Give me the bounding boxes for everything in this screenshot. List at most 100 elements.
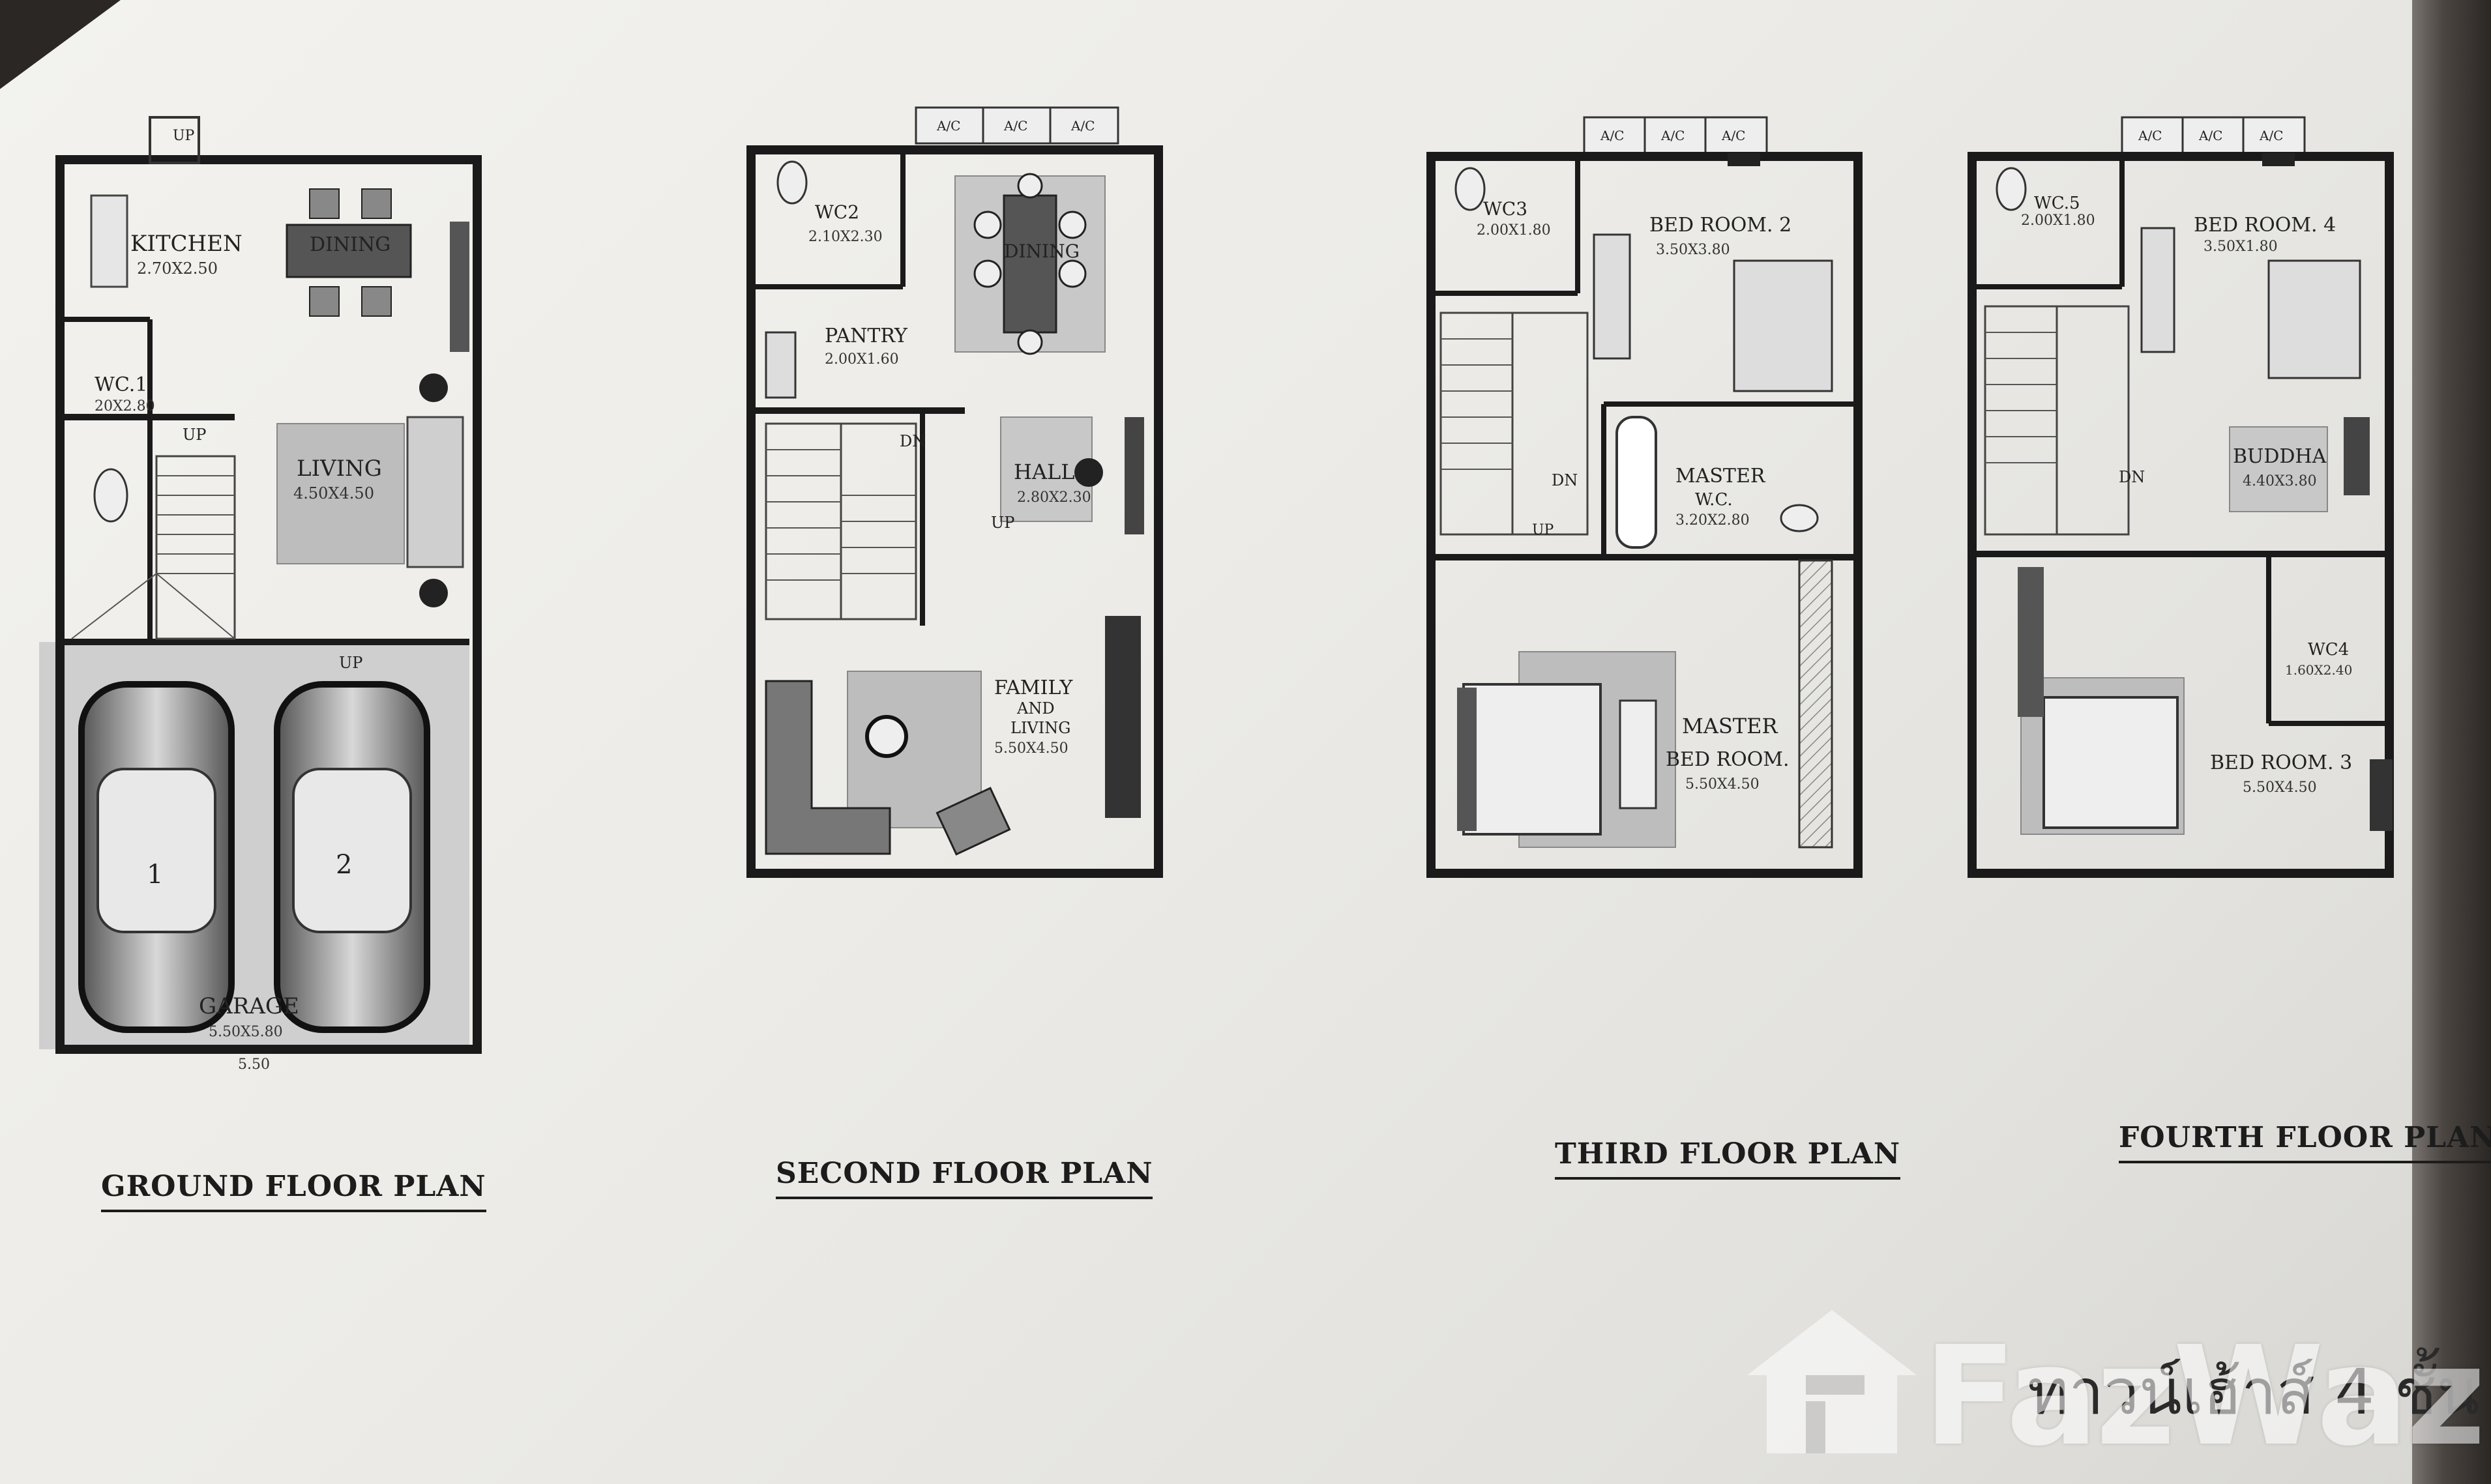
outer-wall	[746, 145, 1163, 878]
dining-table-icon	[973, 173, 1087, 355]
room-label: WC2	[815, 201, 859, 223]
toilet-icon	[1454, 167, 1486, 211]
lamp-icon	[419, 373, 448, 402]
second-floor-plan: WC2 2.10X2.30 DINING PANTRY 2.00X1.60 HA…	[746, 106, 1163, 878]
room-label: WC.1	[95, 373, 147, 396]
fourth-floor-plan: WC.5 2.00X1.80 BED ROOM. 4 3.50X1.80 BUD…	[1968, 116, 2394, 878]
room-label: HALL	[1014, 459, 1075, 484]
ac-label: A/C	[2259, 128, 2283, 143]
outer-wall	[1426, 152, 1863, 878]
third-floor-title: THIRD FLOOR PLAN	[1555, 1137, 1901, 1180]
room-label: MASTER	[1682, 714, 1778, 738]
wardrobe	[2140, 227, 2175, 353]
room-dimension: 3.50X3.80	[1656, 242, 1730, 258]
ac-label: A/C	[1721, 128, 1745, 143]
stair-marker: DN	[1552, 471, 1578, 489]
bed-icon	[1733, 259, 1833, 392]
wardrobe	[1798, 559, 1833, 849]
armchair	[936, 787, 1011, 856]
bed-icon	[1462, 683, 1602, 836]
room-label: DINING	[1004, 240, 1080, 262]
watermark: FazWaz	[1734, 1297, 2486, 1476]
room-label: GARAGE	[199, 993, 299, 1019]
ac-ledge	[915, 106, 1119, 145]
room-label-line: AND	[1016, 699, 1055, 718]
room-label: MASTER	[1675, 465, 1766, 487]
room-label: BED ROOM. 2	[1649, 214, 1791, 237]
toilet-icon	[1996, 167, 2027, 211]
room-label-line: BED ROOM.	[1666, 748, 1790, 771]
room-dimension: 5.50X4.50	[994, 740, 1069, 757]
stair-icon	[1984, 305, 2130, 536]
bed-icon	[2042, 696, 2179, 829]
entry-steps	[149, 116, 200, 164]
room-label: LIVING	[297, 456, 382, 482]
ac-label: A/C	[2138, 128, 2162, 143]
toilet-icon	[93, 468, 128, 523]
altar-cabinet	[2344, 417, 2370, 495]
toilet-icon	[1780, 504, 1819, 532]
shoe-cabinet	[1125, 417, 1144, 534]
ac-label: A/C	[1070, 118, 1095, 134]
ac-label: A/C	[1660, 128, 1685, 143]
room-dimension: 5.50X5.80	[209, 1024, 283, 1040]
room-dimension: 2.70X2.50	[137, 259, 218, 278]
room-label: PANTRY	[825, 325, 908, 347]
room-label: BED ROOM. 4	[2194, 214, 2336, 237]
room-dimension: 2.00X1.80	[2021, 212, 2095, 229]
room-dimension: 3.20X2.80	[1675, 512, 1750, 529]
house-logo-icon	[1747, 1310, 1917, 1453]
tv-cabinet	[2370, 759, 2393, 831]
stair-icon	[765, 422, 917, 620]
car-icon	[78, 681, 235, 1033]
ac-label: A/C	[936, 118, 960, 134]
fourth-floor-title: FOURTH FLOOR PLAN	[2119, 1121, 2491, 1163]
coffee-table-icon	[865, 715, 908, 758]
dining-table-icon	[286, 188, 412, 317]
table-background	[2412, 0, 2491, 1484]
lamp-icon	[419, 579, 448, 607]
ac-label: A/C	[1003, 118, 1027, 134]
car-number: 1	[147, 860, 163, 890]
kitchen-counter	[90, 194, 128, 288]
room-label: BED ROOM. 3	[2210, 751, 2352, 774]
nightstands	[1457, 688, 1477, 831]
overall-dimension: 5.50	[238, 1056, 270, 1073]
stair-marker: UP	[1532, 522, 1554, 538]
ac-label: A/C	[1600, 128, 1624, 143]
tv-cabinet	[1105, 616, 1141, 818]
third-floor-plan: WC3 2.00X1.80 BED ROOM. 2 3.50X3.80 MAST…	[1426, 116, 1863, 878]
stair-marker: UP	[173, 128, 195, 144]
ground-floor-title: GROUND FLOOR PLAN	[101, 1170, 486, 1212]
room-dimension: 2.10X2.30	[808, 229, 883, 245]
sofa	[765, 680, 891, 855]
room-dimension: 2.00X1.80	[1477, 222, 1551, 239]
stair-icon	[71, 455, 236, 640]
stair-marker: DN	[900, 432, 926, 450]
tv-icon	[1728, 153, 1760, 166]
second-floor-title: SECOND FLOOR PLAN	[776, 1157, 1153, 1199]
ac-label: A/C	[2198, 128, 2222, 143]
room-dimension: 1.60X2.40	[2285, 662, 2352, 678]
stair-marker: DN	[2119, 468, 2145, 486]
stair-icon	[1439, 312, 1589, 536]
room-label: DINING	[310, 233, 391, 256]
room-dimension: 4.40X3.80	[2243, 473, 2317, 489]
room-dimension: 2.00X1.60	[825, 351, 899, 368]
stair-marker: UP	[339, 654, 362, 672]
tv-cabinet	[450, 222, 469, 352]
bathtub-icon	[1615, 416, 1657, 549]
wardrobe	[1593, 233, 1631, 360]
room-label: WC4	[2308, 640, 2349, 660]
lamp-icon	[1074, 458, 1103, 487]
car-number: 2	[336, 850, 352, 880]
outer-wall	[55, 155, 482, 1054]
room-label: BUDDHA	[2233, 445, 2327, 468]
watermark-text: FazWaz	[1923, 1317, 2486, 1476]
room-label-line: LIVING	[1010, 719, 1070, 737]
room-dimension: 3.50X1.80	[2204, 239, 2278, 255]
tv-icon	[2262, 153, 2295, 166]
wardrobe	[2018, 567, 2044, 717]
room-label: FAMILY	[994, 677, 1073, 699]
